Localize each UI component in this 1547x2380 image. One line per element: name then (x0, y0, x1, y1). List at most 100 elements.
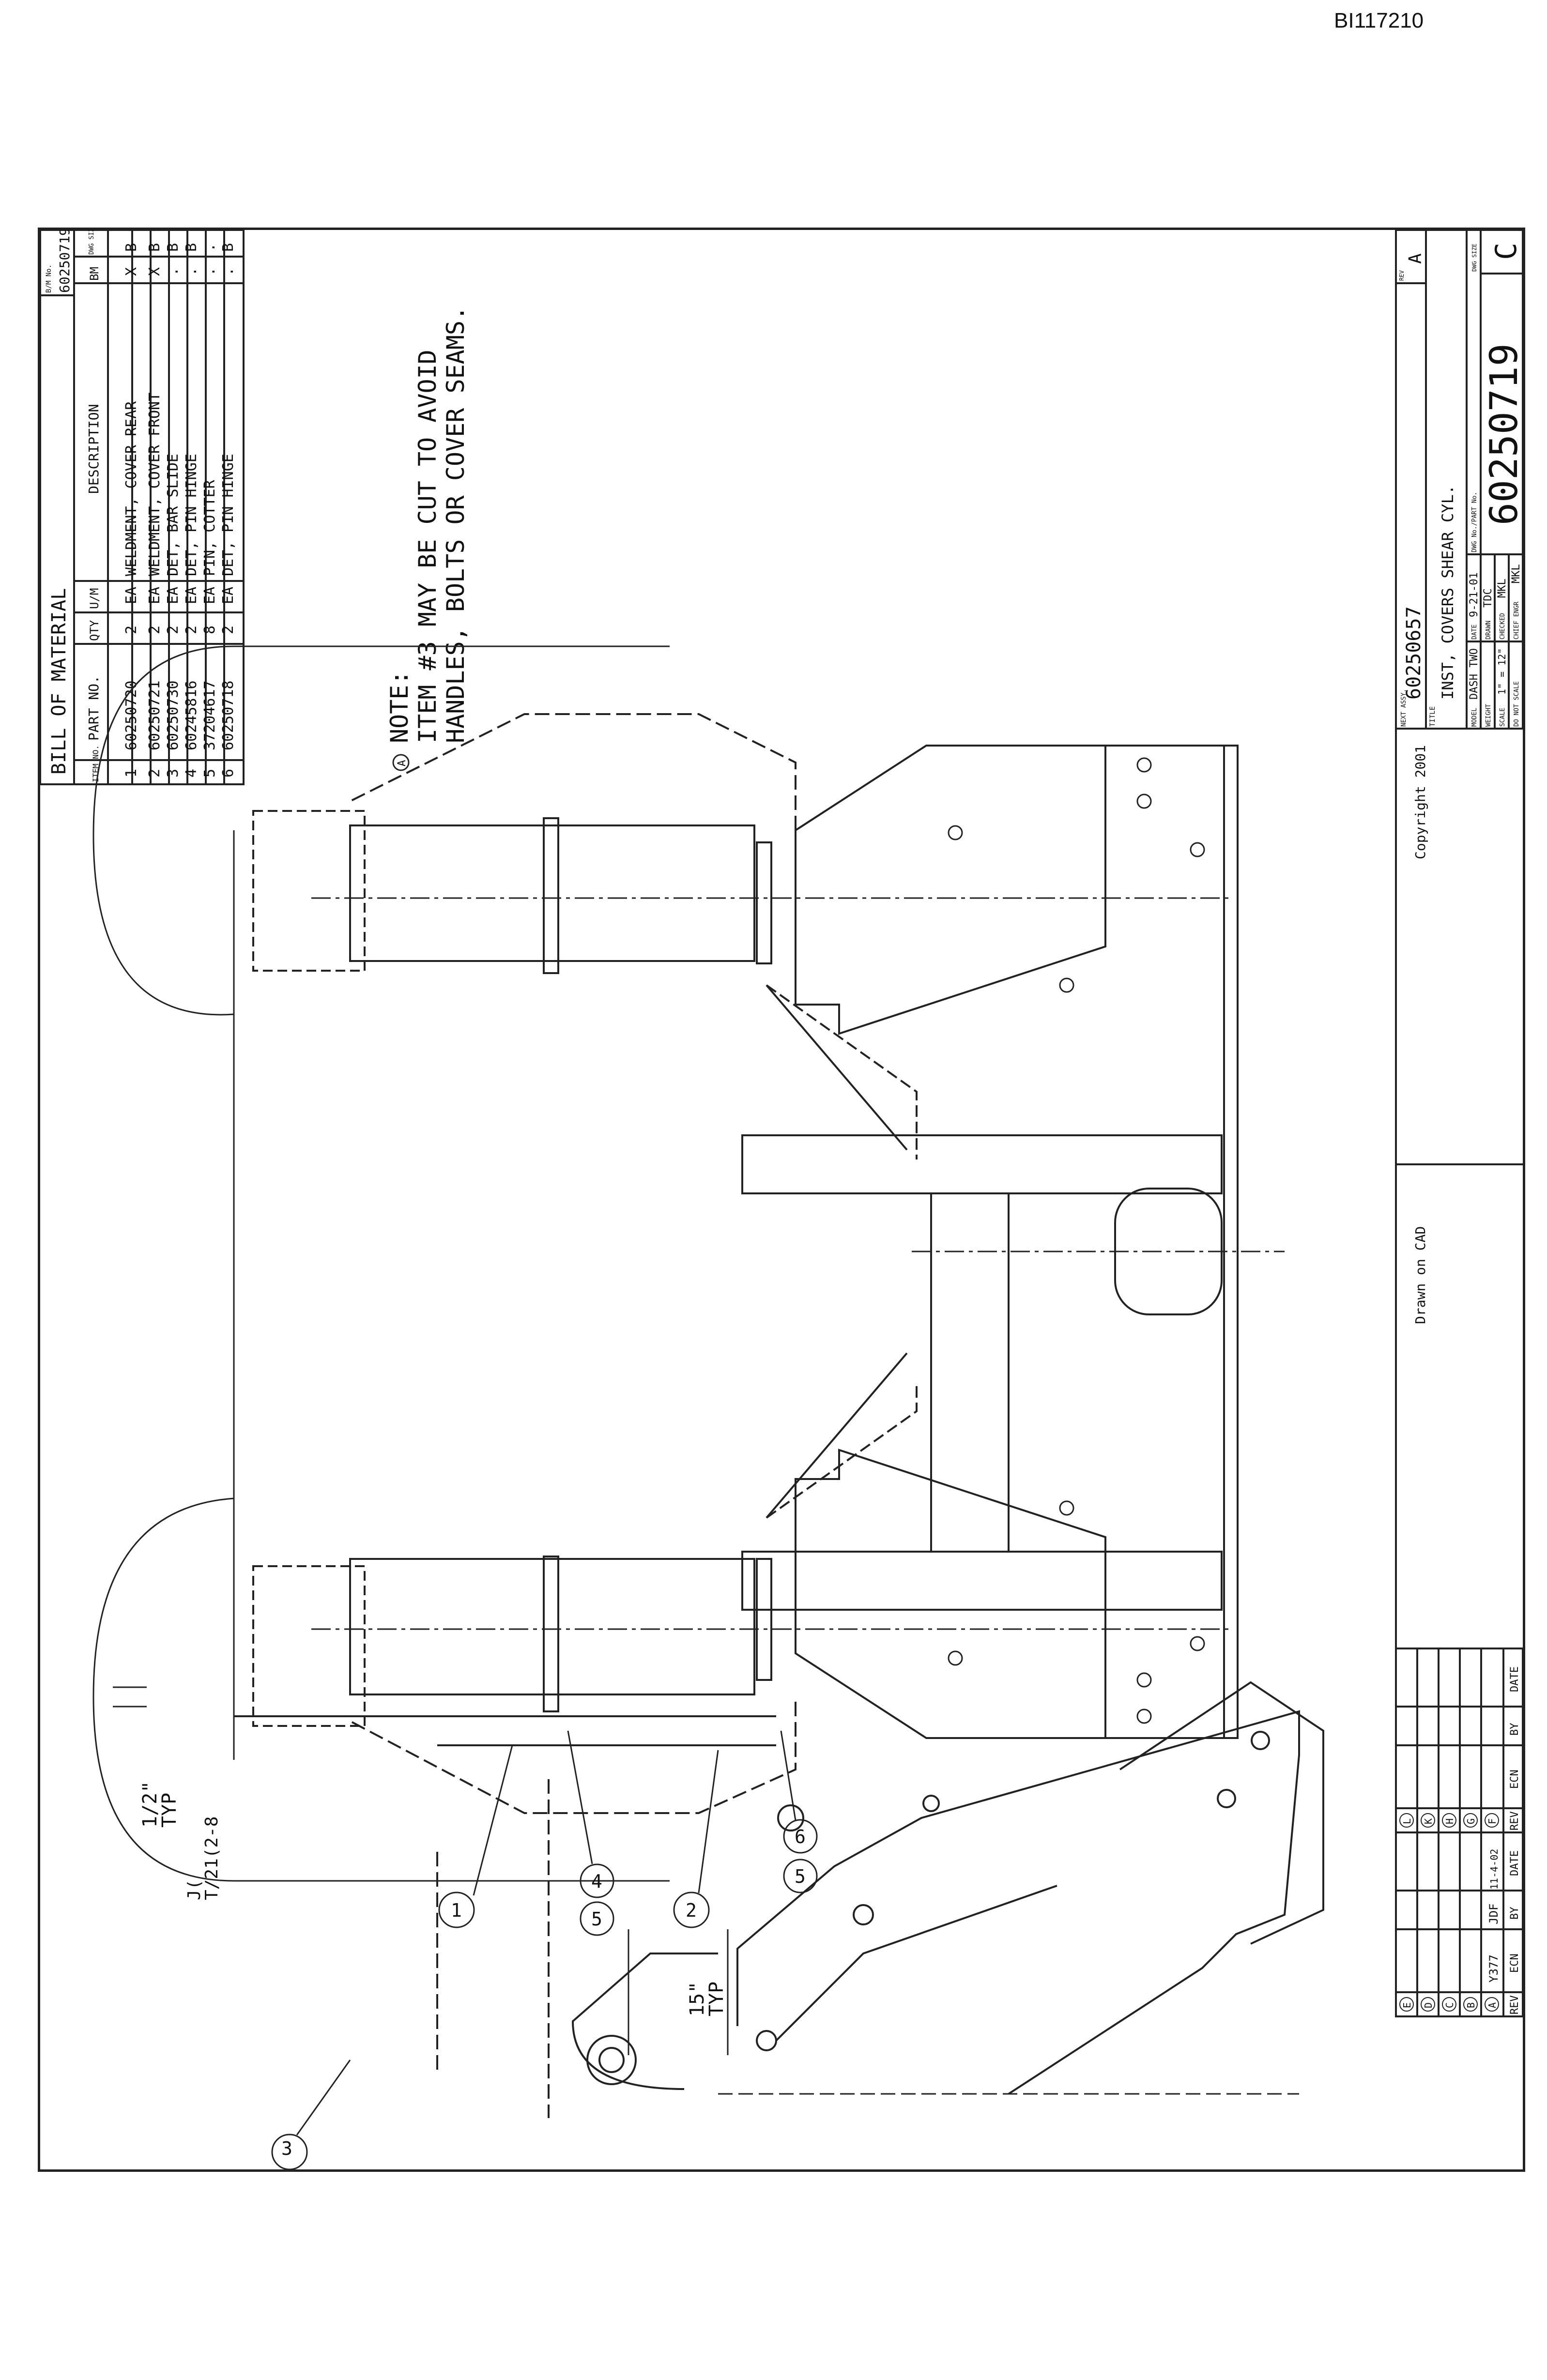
bom-cell-r1-c7: B (123, 243, 140, 252)
bom-cell-r6-c2: 60250718 (220, 681, 237, 751)
bom-header-dwg-size: DWG SIZE (88, 230, 95, 255)
bom-cell-r4-c6: . (183, 267, 200, 276)
rev-left-circle-1 (1399, 1997, 1414, 2012)
note-line-1: ITEM #3 MAY BE CUT TO AVOID (414, 350, 442, 743)
rev-header-rev: REV (1509, 1995, 1521, 2014)
bom-cell-r5-c6: . (201, 267, 218, 276)
balloon-3-label: 3 (281, 2138, 292, 2159)
bom-cell-r6-c3: 2 (220, 626, 237, 634)
bom-cell-r6-c7: B (220, 243, 237, 252)
bom-cell-r3-c4: EA (165, 587, 182, 604)
bom-cell-r5-c5: PIN, COTTER (201, 479, 218, 576)
rev-left-circle-5 (1485, 1997, 1499, 2012)
bom-cell-r1-c4: EA (123, 587, 140, 604)
dim-fifteen-typ: TYP (705, 1982, 728, 2016)
bom-cell-r1-c3: 2 (123, 626, 140, 634)
rev-right-circle-2 (1421, 1813, 1435, 1828)
rev-label: REV (1398, 270, 1405, 281)
drawn-label: DRAWN (1485, 621, 1492, 640)
date-label: DATE (1471, 625, 1478, 640)
bom-cell-r5-c1: 5 (201, 769, 218, 778)
rev-left-3: C (1444, 2002, 1455, 2008)
rev-right-2: K (1423, 1818, 1434, 1824)
bom-cell-r2-c2: 60250721 (146, 681, 163, 751)
balloon-2: 2 (686, 1900, 697, 1921)
bom-cell-r4-c4: EA (183, 587, 200, 604)
rev-header-by: BY (1509, 1907, 1521, 1920)
bom-cell-r4-c2: 60245816 (183, 681, 200, 751)
drawn-value: TDC (1482, 588, 1494, 608)
bom-cell-r3-c3: 2 (165, 626, 182, 634)
balloon-4: 4 (591, 1871, 602, 1892)
document-id: BI117210 (1334, 9, 1424, 32)
model-value: DASH TWO (1468, 648, 1480, 700)
rev-right-5: F (1486, 1818, 1498, 1824)
dim-half-inch: 1/2" (139, 1781, 161, 1828)
dwg-number: 60250719 (1483, 343, 1523, 525)
note-marker: A (396, 760, 408, 766)
rev-left-4: B (1465, 2002, 1477, 2008)
bom-cell-r1-c6: X (123, 267, 140, 276)
scale-value: 1" = 12" (1496, 648, 1508, 695)
rev-a-by: JDF (1487, 1904, 1501, 1924)
bom-header-bm: BM (88, 267, 101, 281)
ref-detail: T/21(2-8 (202, 1816, 222, 1900)
bom-header-part: PART NO. (86, 675, 102, 741)
bom-cell-r4-c3: 2 (183, 626, 200, 634)
rev-value: A (1406, 253, 1425, 264)
do-not-scale: DO NOT SCALE (1513, 681, 1520, 727)
title-block: NEXT ASSY. 60250657 REV A TITLE INST, CO… (1395, 230, 1523, 730)
balloon-5a: 5 (591, 1908, 602, 1930)
drawing-title: INST, COVERS SHEAR CYL. (1439, 485, 1457, 700)
checked-value: MKL (1496, 579, 1508, 598)
bom-cell-r2-c7: B (146, 243, 163, 252)
bom-cell-r1-c2: 60250720 (123, 681, 140, 751)
rev-header-date: DATE (1509, 1850, 1521, 1876)
rev-header-rev-2: REV (1509, 1811, 1521, 1831)
bom-cell-r5-c4: EA (201, 587, 218, 604)
bom-cell-r6-c1: 6 (220, 769, 237, 778)
bom-header-um: U/M (88, 588, 101, 609)
ref-callout: J( (184, 1879, 204, 1900)
bom-cell-r5-c7: . (201, 243, 218, 252)
rev-left-circle-3 (1442, 1997, 1456, 2012)
rev-right-3: H (1444, 1818, 1455, 1824)
bom-cell-r6-c5: DET, PIN HINGE (220, 454, 237, 576)
bom-header-item: ITEM NO. (91, 745, 100, 782)
checked-label: CHECKED (1499, 613, 1506, 640)
model-label: MODEL (1471, 708, 1478, 727)
bom-cell-r2-c5: WELDMENT, COVER FRONT (146, 393, 163, 576)
rev-header-by-2: BY (1509, 1723, 1521, 1736)
bom-number: 60250719 (57, 230, 73, 293)
rev-header-date-2: DATE (1509, 1666, 1521, 1692)
dim-half-inch-typ: TYP (158, 1793, 181, 1828)
note-line-2: HANDLES, BOLTS OR COVER SEAMS. (442, 306, 470, 743)
drawing-sheet: BILL OF MATERIAL B/M No. 60250719 ITEM N… (38, 228, 1525, 2172)
rev-header-ecn-2: ECN (1509, 1770, 1521, 1789)
balloon-5b: 5 (795, 1866, 806, 1887)
rev-right-circle-3 (1442, 1813, 1456, 1828)
rev-right-4: G (1465, 1818, 1477, 1824)
bom-cell-r4-c5: DET, PIN HINGE (183, 454, 200, 576)
date-value: 9-21-01 (1468, 572, 1480, 617)
bom-cell-r2-c1: 2 (146, 769, 163, 778)
scale-label: SCALE (1499, 708, 1506, 727)
bom-cell-r2-c3: 2 (146, 626, 163, 634)
copyright: Copyright 2001 (1412, 745, 1428, 859)
bom-cell-r6-c6: . (220, 267, 237, 276)
item-balloons: 1 5 4 2 5 6 (271, 1730, 818, 2169)
rev-right-circle-5 (1485, 1813, 1499, 1828)
bom-cell-r3-c5: DET, BAR SLIDE (165, 454, 182, 576)
dwg-no-label: DWG No./PART No. (1471, 492, 1478, 552)
bom-header-description: DESCRIPTION (86, 404, 102, 494)
rev-right-circle-1 (1399, 1813, 1414, 1828)
dim-fifteen: 15" (686, 1982, 708, 2016)
rev-left-circle-2 (1421, 1997, 1435, 2012)
rev-left-2: D (1423, 2002, 1434, 2008)
note: A NOTE: ITEM #3 MAY BE CUT TO AVOID HAND… (385, 306, 470, 771)
next-assy-label: NEXT ASSY. (1400, 689, 1408, 727)
rev-right-circle-4 (1463, 1813, 1478, 1828)
